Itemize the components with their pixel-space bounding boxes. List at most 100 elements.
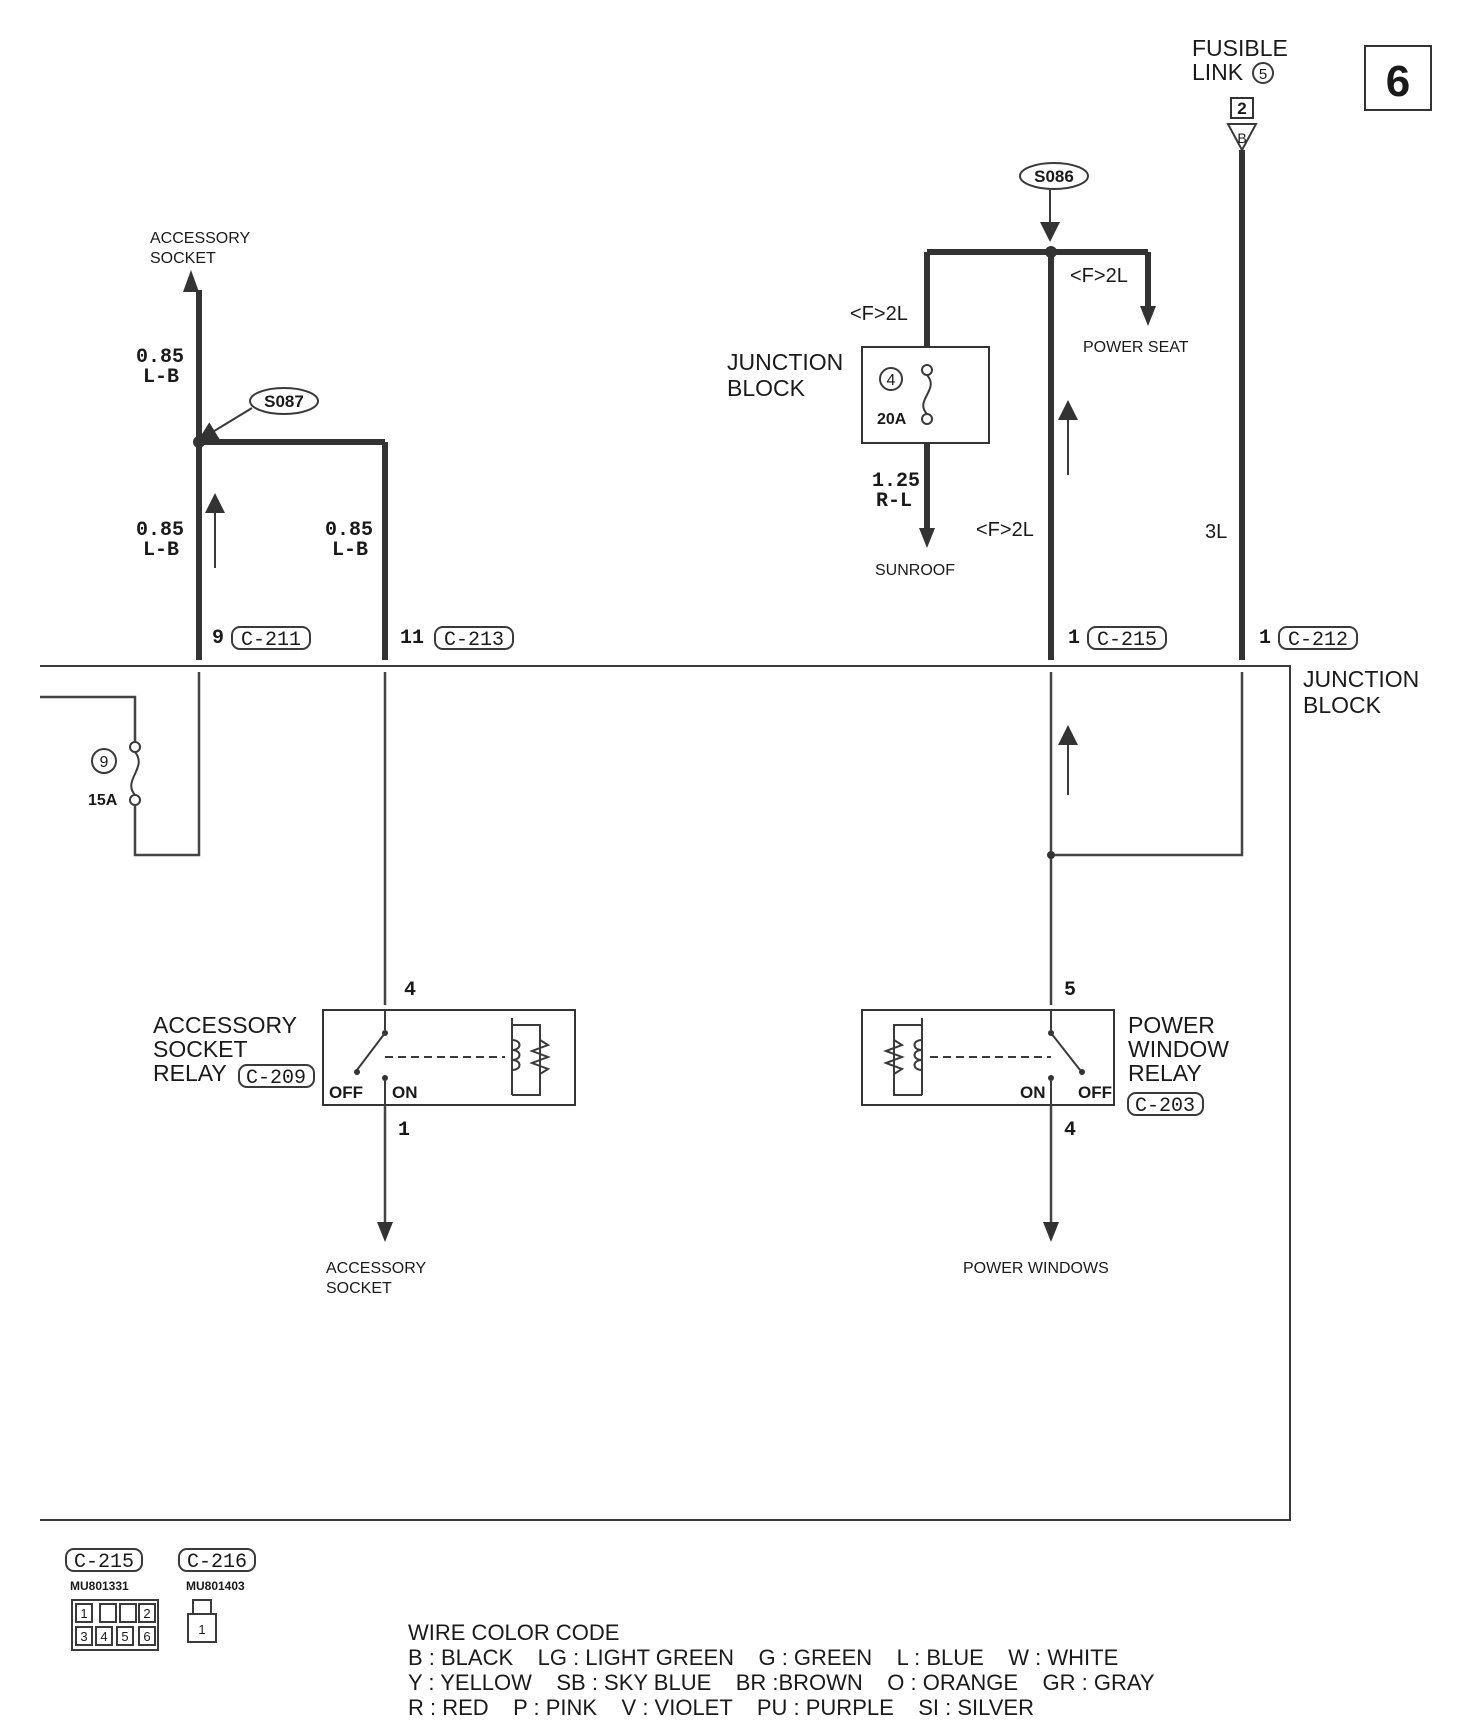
conn-c215-pin: 1 [1068,627,1080,650]
wire-power-seat-label: <F>2L [1070,265,1128,287]
pw-relay-label-1: POWER [1128,1012,1215,1038]
fusible-link-terminal: 2 [1237,99,1246,118]
pw-relay-coil [913,1039,923,1071]
pw-relay-pin-bottom: 4 [1064,1119,1076,1142]
arrow-accessory-out [377,1222,393,1242]
accessory-relay-pin-top: 4 [404,979,416,1002]
wire-internal-c212 [1051,672,1244,857]
conn-c211-pin: 9 [212,627,224,650]
conn-c209-box [238,1064,315,1088]
fusible-link-terminal-box [1230,97,1254,119]
conn-c203: C-203 [1135,1095,1195,1118]
wire-color-code-row2: Y : YELLOW SB : SKY BLUE BR :BROWN O : O… [408,1670,1155,1695]
wire-main-2l-label: <F>2L [976,519,1034,541]
accessory-relay-resistor [529,1039,551,1075]
pw-relay-label-2: WINDOW [1128,1036,1229,1062]
junction-block-main-label-1: JUNCTION [1303,666,1419,692]
splice-s087-pointer [197,407,253,442]
fusible-link-number-circle [1252,62,1274,84]
legend-c215-pin-6: 6 [143,1629,150,1644]
pw-relay-on: ON [1020,1083,1046,1102]
conn-c213: C-213 [444,629,504,652]
conn-c211-box [231,626,311,650]
legend-c215-pin-4: 4 [100,1629,107,1644]
pw-relay-resistor [883,1039,905,1075]
fusible-link: FUSIBLE LINK 5 2 B [1192,35,1288,153]
arrow-power-seat [1140,306,1156,326]
fusible-link-triangle [1226,123,1258,153]
accessory-relay-on: ON [392,1083,418,1102]
legend-c215-pin-5: 5 [121,1629,128,1644]
conn-c213-box [434,626,514,650]
fusible-link-label-2: LINK [1192,59,1244,85]
dest-sunroof: SUNROOF [875,562,955,579]
fusible-link-number: 5 [1259,66,1267,83]
wire-top-color: L-B [143,366,179,389]
wire-color-code: WIRE COLOR CODE B : BLACK LG : LIGHT GRE… [408,1620,1155,1720]
conn-c211: C-211 [241,629,301,652]
arrow-sunroof [919,528,935,548]
splice-s086-label: S086 [1034,167,1074,186]
legend-c215-part: MU801331 [70,1579,129,1593]
accessory-relay-label-1: ACCESSORY [153,1012,297,1038]
splice-s086: S086 [1019,162,1089,242]
accessory-relay-label-2: SOCKET [153,1036,248,1062]
legend-c215-pin-2: 2 [143,1606,150,1621]
fuse4-number: 4 [887,372,896,389]
dest-power-windows: POWER WINDOWS [963,1260,1109,1277]
junction-block-top-label-1: JUNCTION [727,349,843,375]
splice-node-s087 [193,436,205,448]
fusible-link-wire: B [1237,130,1246,146]
wire-color-code-row1: B : BLACK LG : LIGHT GREEN G : GREEN L :… [408,1645,1118,1670]
fuse9-number-circle [91,748,117,774]
legend-c216-part: MU801403 [186,1579,245,1593]
conn-c209: C-209 [246,1067,306,1090]
conn-c215: C-215 [1097,629,1157,652]
fuse4-rating: 20A [877,411,907,428]
accessory-relay-off: OFF [329,1083,363,1102]
wire-sunroof-color: R-L [876,490,912,513]
legend-c215-pin-3: 3 [80,1629,87,1644]
splice-s087-ellipse [249,387,319,415]
wire-mid-size: 0.85 [136,519,184,542]
wire-3l-label: 3L [1205,521,1227,543]
arrow-accessory-socket-top [183,270,199,292]
wire-top-size: 0.85 [136,346,184,369]
accessory-socket-relay: ACCESSORY SOCKET RELAY C-209 4 OFF ON 1 … [153,979,576,1297]
wire-mid-color: L-B [143,539,179,562]
accessory-relay-label-3: RELAY [153,1060,227,1086]
fuse9-number: 9 [100,754,109,771]
fuse4-number-circle [879,367,903,391]
wire-fuse9-out [133,672,201,857]
wire-right-size: 0.85 [325,519,373,542]
junction-block-top-box [861,346,990,444]
accessory-socket-top-2: SOCKET [150,250,216,267]
legend-c215-box [65,1548,143,1572]
legend-c216-connector: 1 [187,1599,217,1643]
junction-block-main-outline [40,665,1291,1521]
splice-s087-label: S087 [264,392,304,411]
fusible-link-label-1: FUSIBLE [1192,35,1288,61]
wire-color-code-row3: R : RED P : PINK V : VIOLET PU : PURPLE … [408,1695,1034,1720]
legend-c215-connector: 1 2 3 4 5 6 [71,1599,159,1651]
dest-accessory-socket-2: SOCKET [326,1280,392,1297]
junction-block-main-label-2: BLOCK [1303,692,1382,718]
conn-c212-pin: 1 [1259,627,1271,650]
connector-legend: C-215 MU801331 1 2 3 4 5 6 C-216 MU80140… [65,1548,256,1651]
accessory-relay-pin-bottom: 1 [398,1119,410,1142]
wire-to-fuse4-label: <F>2L [850,303,908,325]
legend-c215-name: C-215 [74,1551,134,1574]
fuse4-symbol [922,374,932,415]
pw-relay-pin-top: 5 [1064,979,1076,1002]
pw-relay-label-3: RELAY [1128,1060,1202,1086]
conn-c213-pin: 11 [400,627,424,650]
fuse9-rating: 15A [88,792,118,809]
junction-block-top-label-2: BLOCK [727,375,806,401]
internal-node [1047,851,1055,859]
conn-c215-box [1087,626,1167,650]
legend-c216-box [178,1548,256,1572]
dest-accessory-socket-1: ACCESSORY [326,1260,427,1277]
pw-relay-off: OFF [1078,1083,1112,1102]
junction-block-top: JUNCTION BLOCK 4 20A [727,346,990,444]
